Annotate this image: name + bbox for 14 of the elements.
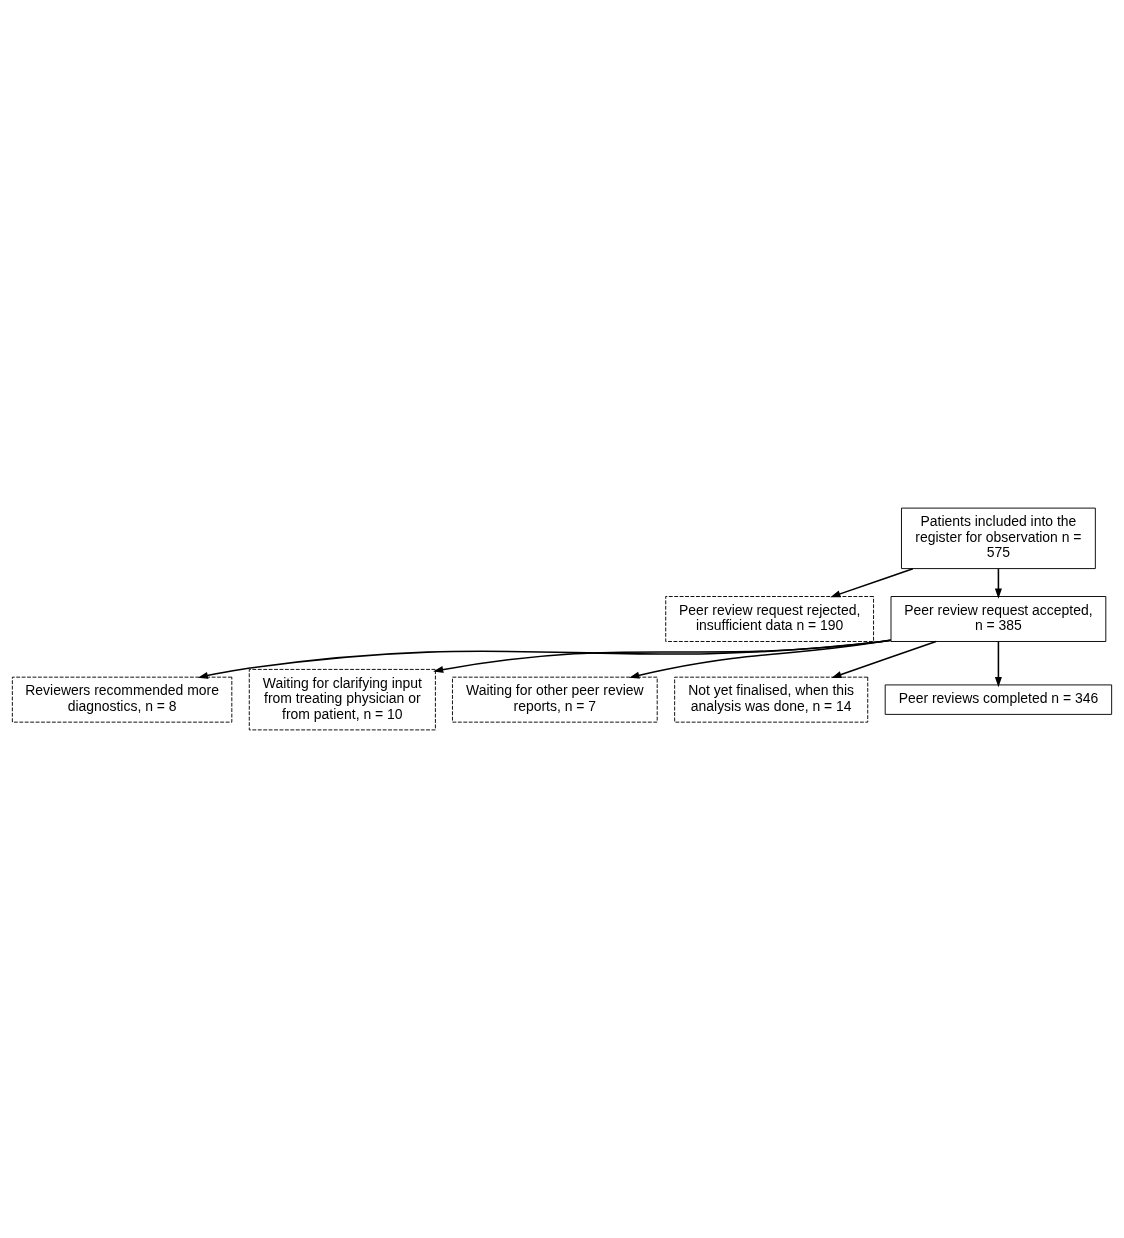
node-box: Peer review request accepted, n = 385 xyxy=(890,596,1107,642)
node-box: Peer reviews completed n = 346 xyxy=(884,684,1113,715)
node-box: Waiting for clarifying input from treating physician or from patient, n = 10 xyxy=(248,668,436,731)
node-box: Waiting for other peer review reports, n = 7 xyxy=(452,676,658,723)
node-box: Reviewers recommended more diagnostics, n = 8 xyxy=(11,676,233,723)
arrow xyxy=(629,639,892,679)
arrow xyxy=(994,568,1002,599)
node-box: Not yet finalised, when this analysis was done, n = 14 xyxy=(674,676,869,723)
arrow xyxy=(831,640,937,678)
arrow xyxy=(197,639,892,679)
arrow xyxy=(994,640,1002,688)
node-box: Peer review request rejected, insufficient data n = 190 xyxy=(665,596,875,642)
arrow xyxy=(830,567,914,598)
node-box: Patients included into the register for observation n = 575 xyxy=(901,507,1096,570)
